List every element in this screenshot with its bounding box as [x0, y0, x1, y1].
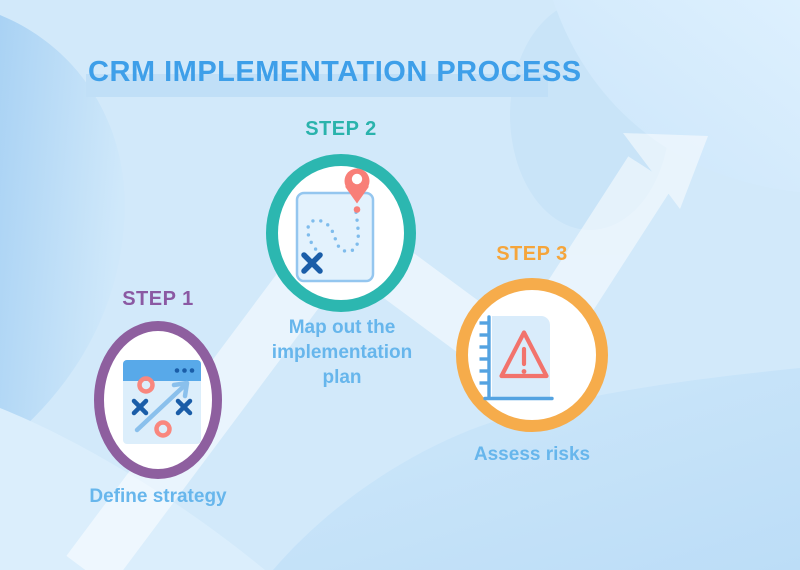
step1-caption: Define strategy	[89, 486, 227, 507]
step3-caption: Assess risks	[473, 444, 591, 465]
step3-label: STEP 3	[496, 243, 568, 265]
page-title: CRM IMPLEMENTATION PROCESS	[88, 56, 582, 88]
step1-circle	[94, 321, 222, 479]
step2-circle	[266, 154, 416, 312]
location-pin-icon	[344, 168, 370, 213]
process-arrow-head	[623, 133, 708, 209]
strategy-board-icon	[123, 360, 201, 444]
step2-label: STEP 2	[305, 118, 377, 140]
bg-wave-left	[0, 15, 125, 448]
risk-warning-icon	[479, 315, 554, 401]
warning-triangle-icon	[499, 330, 549, 379]
title-highlight	[86, 74, 548, 97]
bg-wave-bottom-right	[273, 368, 800, 570]
step2-caption: Map out the implementation plan	[271, 317, 413, 388]
step3-circle	[456, 278, 608, 432]
step1-label: STEP 1	[122, 288, 194, 310]
bg-blob-top-right	[553, 0, 800, 192]
map-route-icon	[295, 168, 375, 283]
